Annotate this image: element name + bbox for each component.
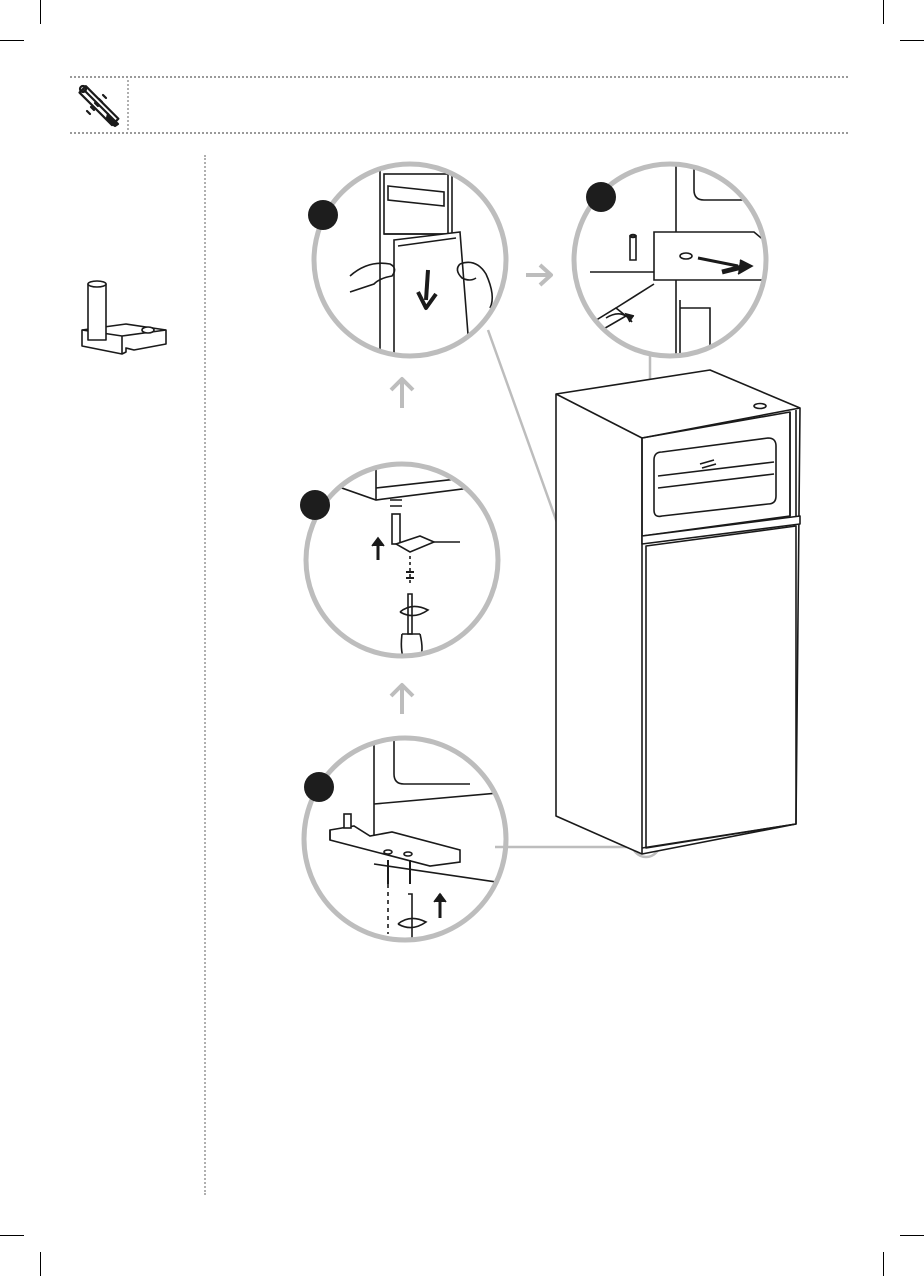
step-callout <box>586 182 616 212</box>
step-fit-hinge-pin-illustration <box>302 460 502 660</box>
refrigerator-illustration <box>550 368 820 858</box>
step-fit-bottom-hinge-illustration <box>300 734 510 944</box>
arrow-up-icon <box>388 682 416 716</box>
step-callout <box>308 200 338 230</box>
step-callout <box>304 772 334 802</box>
step-callout <box>300 490 330 520</box>
arrow-right-icon <box>524 262 554 288</box>
arrow-up-icon <box>388 376 416 410</box>
step-remove-door-illustration <box>310 160 510 360</box>
